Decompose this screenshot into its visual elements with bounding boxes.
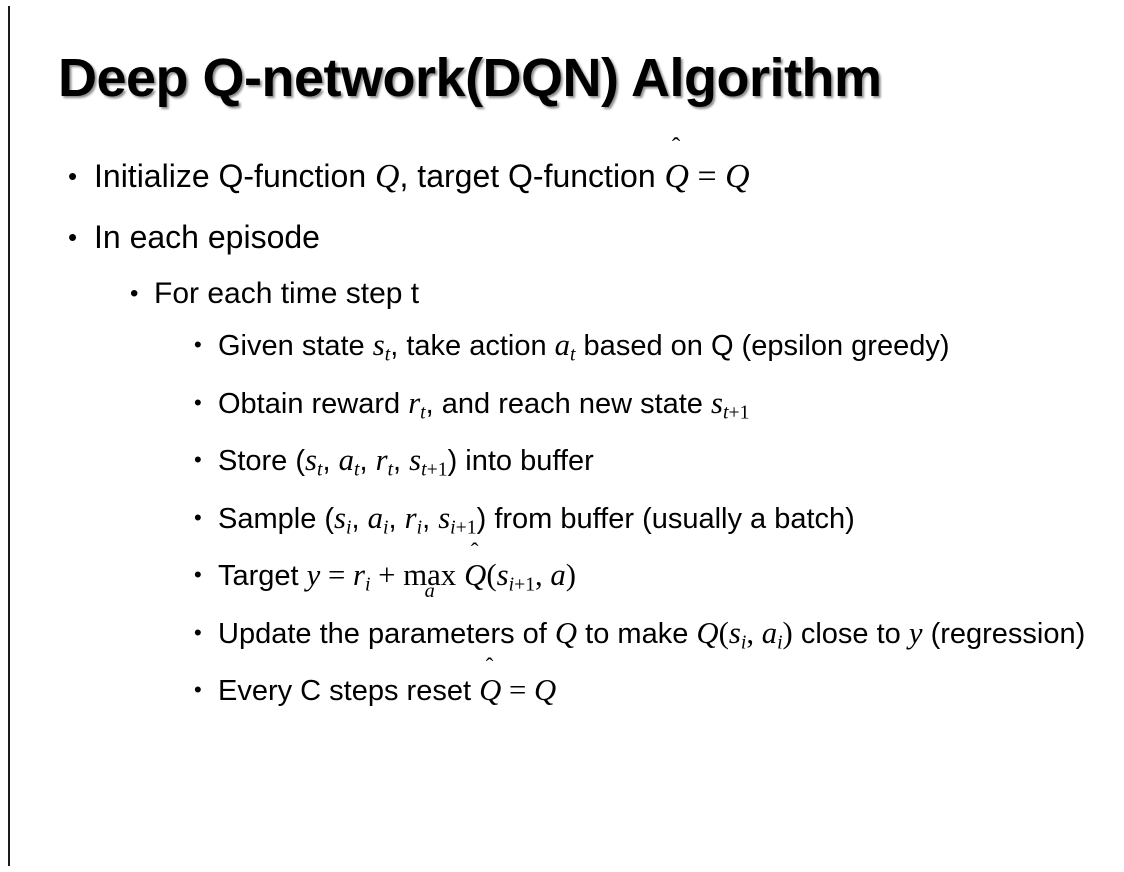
- list-item-text: In each episode: [94, 219, 320, 255]
- bullet-list: • Initialize Q-function Q, target Q-funct…: [0, 134, 1124, 715]
- list-item: • In each episode: [0, 207, 1124, 267]
- bullet-point-icon: •: [130, 280, 139, 307]
- list-item: • Sample (si, ai, ri, si+1) from buffer (…: [0, 494, 1124, 552]
- list-item-text: Store (st, at, rt, st+1) into buffer: [218, 443, 594, 481]
- list-item-text: Obtain reward rt, and reach new state st…: [218, 385, 750, 424]
- list-item: • Obtain reward rt, and reach new state s…: [0, 379, 1124, 437]
- list-item: • For each time step t: [0, 267, 1124, 321]
- bullet-point-icon: •: [194, 504, 202, 530]
- list-item-text: Update the parameters of Q to make Q(si,…: [218, 615, 1086, 654]
- slide-left-edge-rule: [8, 6, 10, 866]
- list-item-text: For each time step t: [154, 277, 420, 310]
- bullet-point-icon: •: [194, 562, 202, 588]
- list-item: • Given state st, take action at based on…: [0, 321, 1124, 379]
- list-item: • Update the parameters of Q to make Q(si…: [0, 609, 1124, 667]
- list-item-text: Sample (si, ai, ri, si+1) from buffer (u…: [218, 500, 855, 539]
- list-item: • Store (st, at, rt, st+1) into buffer: [0, 436, 1124, 494]
- bullet-point-icon: •: [194, 447, 202, 473]
- list-item-text: Given state st, take action at based on …: [218, 328, 950, 366]
- bullet-point-icon: •: [68, 161, 78, 191]
- list-item-text: Initialize Q-function Q, target Q-functi…: [94, 134, 1124, 207]
- bullet-point-icon: •: [194, 619, 202, 645]
- bullet-point-icon: •: [194, 677, 202, 703]
- bullet-point-icon: •: [194, 332, 202, 357]
- list-item: • Initialize Q-function Q, target Q-funct…: [0, 134, 1124, 207]
- page-title: Deep Q-network(DQN) Algorithm: [58, 48, 882, 108]
- bullet-point-icon: •: [68, 222, 78, 252]
- bullet-point-icon: •: [194, 389, 202, 415]
